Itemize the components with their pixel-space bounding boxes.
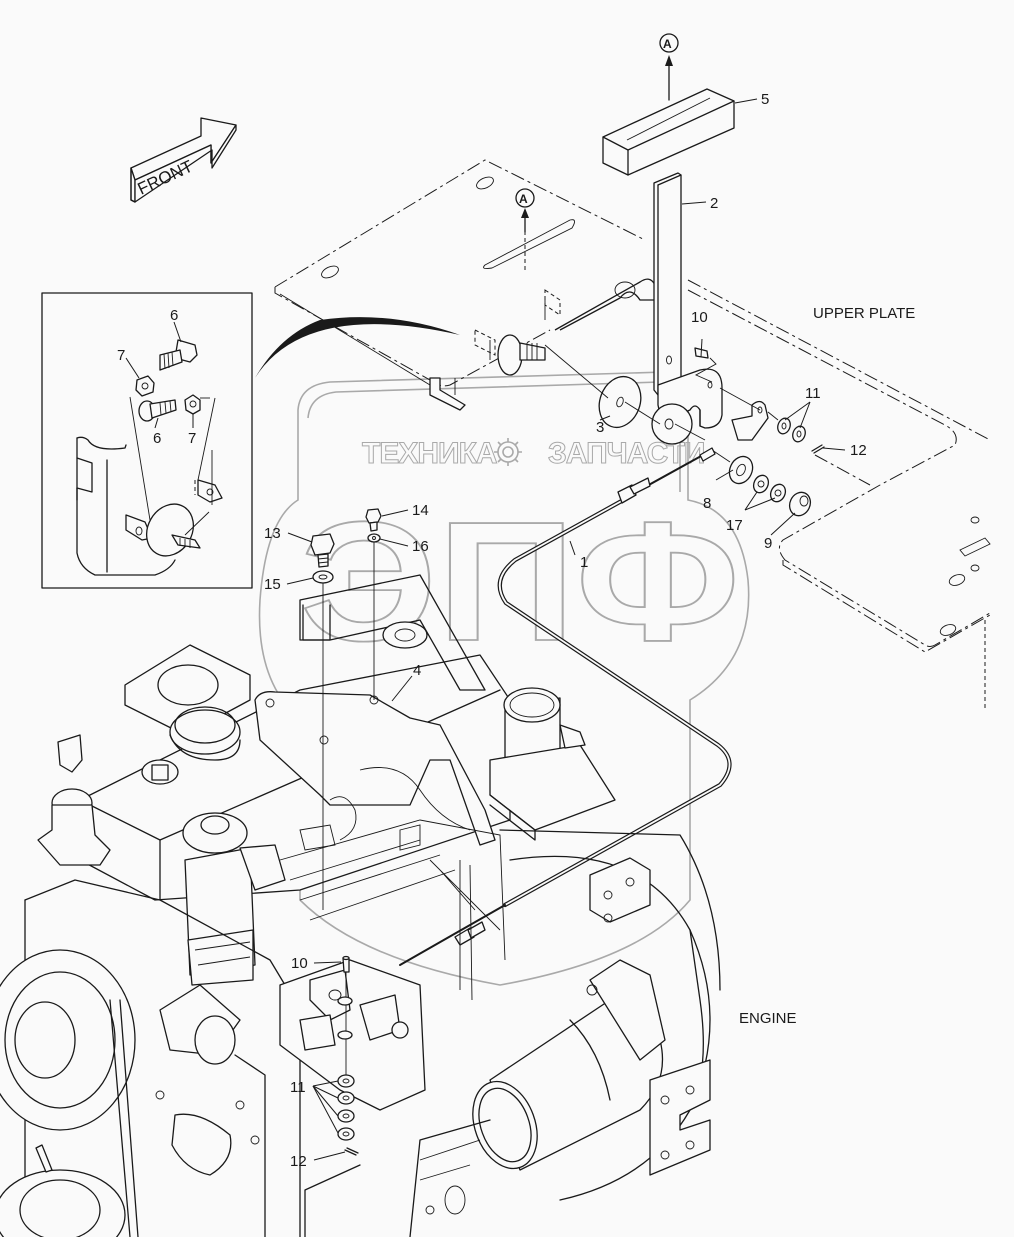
watermark-text-left: ТЕХНИКА	[362, 437, 497, 470]
callout-1: 1	[580, 554, 588, 571]
callout-3: 3	[596, 419, 604, 436]
plate-washer-part-3	[544, 344, 706, 441]
detail-inset	[41, 292, 253, 589]
callout-12b: 12	[290, 1153, 307, 1170]
callout-7b: 7	[188, 430, 196, 447]
svg-text:A: A	[519, 192, 528, 206]
washer-part-8	[711, 449, 754, 485]
floor-plate	[274, 159, 656, 411]
callout-17: 17	[726, 517, 743, 534]
callout-6a: 6	[170, 307, 178, 324]
callout-4: 4	[413, 662, 421, 679]
lever-part-2	[651, 172, 723, 445]
watermark: ТЕХНИКА ЗАПЧАСТИ ЭПФ	[258, 371, 750, 986]
front-direction-arrow: FRONT	[130, 117, 237, 203]
pin-part-10-upper	[694, 347, 717, 383]
callout-leaders	[286, 98, 846, 1161]
washer-part-15	[312, 570, 334, 910]
upper-plate: UPPER PLATE	[687, 279, 991, 710]
svg-text:A: A	[663, 37, 672, 51]
callout-2: 2	[710, 195, 718, 212]
callout-10b: 10	[291, 955, 308, 972]
callout-13: 13	[264, 525, 281, 542]
callout-11a: 11	[805, 385, 821, 402]
section-arc	[255, 317, 460, 378]
watermark-gear-icon	[494, 438, 522, 466]
callout-11b: 11	[290, 1079, 306, 1096]
cable-part-1	[399, 447, 732, 966]
pin-part-10-lower	[337, 955, 353, 1075]
bolt-part-13	[310, 533, 335, 568]
callout-12a: 12	[850, 442, 867, 459]
callout-6b: 6	[153, 430, 161, 447]
washers-part-11-upper	[777, 417, 806, 443]
nut-part-9	[788, 491, 812, 517]
engine-label: ENGINE	[739, 1010, 797, 1027]
washer-part-16	[367, 533, 381, 700]
callout-16: 16	[412, 538, 429, 555]
callout-numbers: 1 2 3 4 5 6 6 7 7 8 9 10 10 11 11 12 12 …	[117, 91, 867, 1170]
bolt-part-14	[365, 508, 382, 532]
cable-clamp	[719, 387, 779, 441]
callout-15: 15	[264, 576, 281, 593]
callout-8: 8	[703, 495, 711, 512]
cotter-pin-part-12-lower	[344, 1147, 359, 1156]
cotter-pin-part-12-upper	[811, 444, 825, 454]
callout-7a: 7	[117, 347, 125, 364]
callout-14: 14	[412, 502, 429, 519]
callout-9: 9	[764, 535, 772, 552]
grip-part-5	[602, 88, 735, 176]
washers-part-11-lower	[337, 1074, 355, 1141]
reference-marker-a-lower: A	[515, 188, 535, 270]
upper-plate-label: UPPER PLATE	[813, 305, 915, 322]
callout-5: 5	[761, 91, 769, 108]
callout-10a: 10	[691, 309, 708, 326]
spring-washers-part-17	[752, 474, 787, 503]
